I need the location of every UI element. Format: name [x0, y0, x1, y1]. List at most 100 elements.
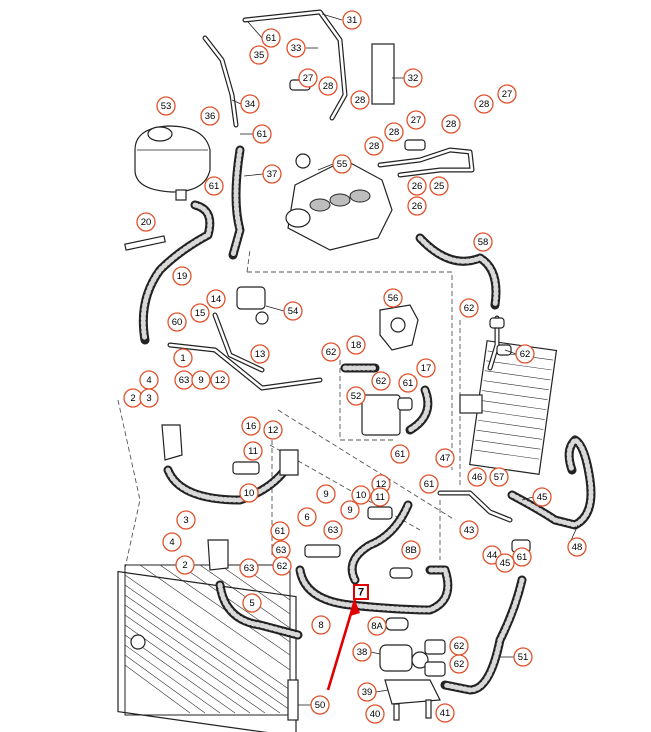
callout-50[interactable]: 50: [310, 695, 330, 715]
callout-28[interactable]: 28: [474, 94, 494, 114]
callout-circle: [167, 312, 187, 332]
callout-9[interactable]: 9: [340, 500, 360, 520]
callout-6[interactable]: 6: [297, 507, 317, 527]
callout-2[interactable]: 2: [175, 555, 195, 575]
callout-27[interactable]: 27: [298, 68, 318, 88]
callout-45[interactable]: 45: [495, 553, 515, 573]
callout-62[interactable]: 62: [449, 636, 469, 656]
callout-35[interactable]: 35: [249, 45, 269, 65]
callout-circle: [512, 547, 532, 567]
callout-8[interactable]: 8: [311, 615, 331, 635]
callout-14[interactable]: 14: [206, 289, 226, 309]
callout-27[interactable]: 27: [406, 110, 426, 130]
callout-12[interactable]: 12: [263, 420, 283, 440]
callout-26[interactable]: 26: [407, 196, 427, 216]
callout-16[interactable]: 16: [241, 416, 261, 436]
callout-28[interactable]: 28: [318, 76, 338, 96]
callout-61[interactable]: 61: [419, 474, 439, 494]
callout-3[interactable]: 3: [139, 388, 159, 408]
callout-61[interactable]: 61: [204, 176, 224, 196]
callout-5[interactable]: 5: [242, 593, 262, 613]
callout-8A[interactable]: 8A: [367, 616, 387, 636]
callout-circle: [357, 682, 377, 702]
callout-number: 56: [388, 293, 399, 304]
callout-61[interactable]: 61: [261, 28, 281, 48]
callout-27[interactable]: 27: [497, 84, 517, 104]
callout-62[interactable]: 62: [272, 556, 292, 576]
callout-36[interactable]: 36: [200, 106, 220, 126]
callout-61[interactable]: 61: [512, 547, 532, 567]
callout-46[interactable]: 46: [467, 467, 487, 487]
callout-39[interactable]: 39: [357, 682, 377, 702]
callout-55[interactable]: 55: [332, 154, 352, 174]
callout-33[interactable]: 33: [286, 38, 306, 58]
callout-61[interactable]: 61: [390, 444, 410, 464]
callout-62[interactable]: 62: [449, 654, 469, 674]
callout-61[interactable]: 61: [270, 521, 290, 541]
callout-60[interactable]: 60: [167, 312, 187, 332]
callout-8B[interactable]: 8B: [401, 540, 421, 560]
callout-54[interactable]: 54: [283, 301, 303, 321]
callout-41[interactable]: 41: [435, 703, 455, 723]
callout-3[interactable]: 3: [176, 510, 196, 530]
callout-63[interactable]: 63: [239, 558, 259, 578]
callout-4[interactable]: 4: [139, 370, 159, 390]
callout-11[interactable]: 11: [243, 441, 263, 461]
callout-26[interactable]: 26: [407, 176, 427, 196]
callout-62[interactable]: 62: [459, 298, 479, 318]
callout-15[interactable]: 15: [190, 303, 210, 323]
callout-number: 46: [472, 472, 483, 483]
callout-18[interactable]: 18: [346, 335, 366, 355]
callout-28[interactable]: 28: [384, 122, 404, 142]
callout-1[interactable]: 1: [173, 348, 193, 368]
callout-28[interactable]: 28: [350, 90, 370, 110]
callout-4[interactable]: 4: [162, 532, 182, 552]
callout-circle: [346, 335, 366, 355]
callout-58[interactable]: 58: [473, 232, 493, 252]
callout-62[interactable]: 62: [321, 342, 341, 362]
callout-53[interactable]: 53: [156, 96, 176, 116]
callout-9[interactable]: 9: [316, 484, 336, 504]
callout-32[interactable]: 32: [403, 68, 423, 88]
callout-52[interactable]: 52: [346, 386, 366, 406]
callout-number: 57: [494, 472, 505, 483]
callout-circle: [270, 521, 290, 541]
highlighted-part-label[interactable]: 7: [353, 584, 369, 600]
callout-61[interactable]: 61: [252, 124, 272, 144]
callout-17[interactable]: 17: [416, 358, 436, 378]
callout-10[interactable]: 10: [351, 485, 371, 505]
callout-number: 28: [446, 119, 457, 130]
callout-48[interactable]: 48: [567, 537, 587, 557]
callout-12[interactable]: 12: [210, 370, 230, 390]
callout-19[interactable]: 19: [172, 266, 192, 286]
callout-40[interactable]: 40: [365, 704, 385, 724]
callout-25[interactable]: 25: [429, 176, 449, 196]
callout-20[interactable]: 20: [136, 212, 156, 232]
callout-28[interactable]: 28: [441, 114, 461, 134]
callout-9[interactable]: 9: [191, 370, 211, 390]
callout-43[interactable]: 43: [459, 520, 479, 540]
callout-37[interactable]: 37: [262, 164, 282, 184]
callout-10[interactable]: 10: [239, 483, 259, 503]
callout-34[interactable]: 34: [240, 94, 260, 114]
callout-circle: [370, 487, 390, 507]
callout-61[interactable]: 61: [398, 373, 418, 393]
callout-31[interactable]: 31: [342, 10, 362, 30]
callout-28[interactable]: 28: [364, 136, 384, 156]
callout-63[interactable]: 63: [174, 370, 194, 390]
callout-51[interactable]: 51: [513, 647, 533, 667]
callout-47[interactable]: 47: [435, 448, 455, 468]
callout-2[interactable]: 2: [123, 388, 143, 408]
callout-57[interactable]: 57: [489, 467, 509, 487]
callout-62[interactable]: 62: [371, 371, 391, 391]
callout-13[interactable]: 13: [250, 344, 270, 364]
callout-63[interactable]: 63: [323, 520, 343, 540]
callout-11[interactable]: 11: [370, 487, 390, 507]
callout-number: 34: [245, 99, 256, 110]
callout-62[interactable]: 62: [515, 344, 535, 364]
callout-number: 54: [288, 306, 299, 317]
callout-45[interactable]: 45: [532, 487, 552, 507]
callout-38[interactable]: 38: [352, 642, 372, 662]
callout-56[interactable]: 56: [383, 288, 403, 308]
callout-63[interactable]: 63: [271, 540, 291, 560]
